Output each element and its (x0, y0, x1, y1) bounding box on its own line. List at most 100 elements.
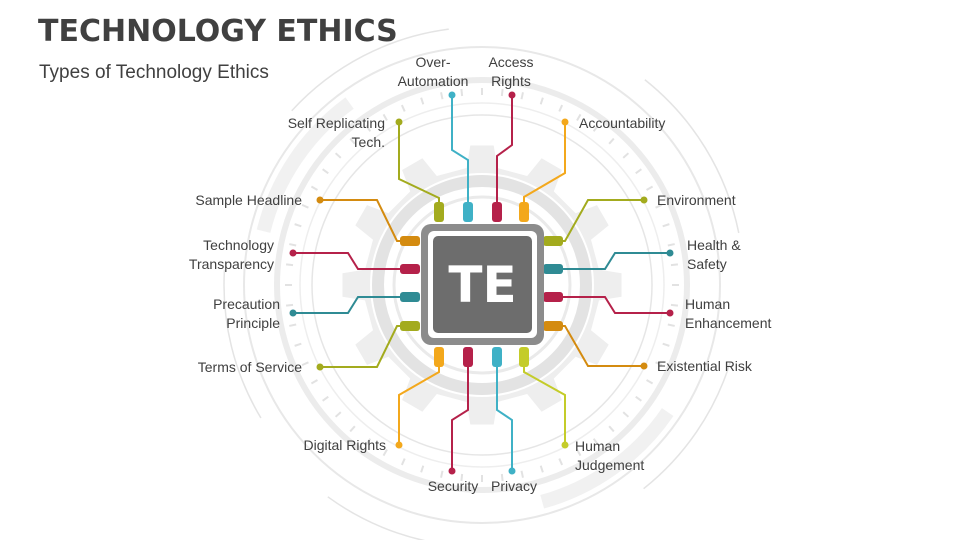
connector-dot (561, 441, 569, 449)
connector-dot (508, 91, 516, 99)
label-line: Digital Rights (304, 437, 386, 453)
connector-over-automation (451, 95, 469, 206)
label-line: Principle (226, 315, 280, 331)
pin-accountability (519, 202, 529, 222)
ring-tick (301, 203, 309, 209)
ring-tick (662, 223, 670, 228)
chip-pins (400, 202, 563, 367)
ring-tick (322, 395, 329, 402)
ring-tick (635, 168, 642, 175)
pin-access-rights (492, 202, 502, 222)
ring-4 (311, 114, 653, 456)
connector-human-enhancement (559, 296, 670, 314)
connector-dot (508, 467, 516, 475)
label-health-safety: Health &Safety (687, 237, 741, 272)
outer-arc (291, 28, 449, 112)
ring-tick (382, 449, 388, 457)
pin-environment (543, 236, 563, 246)
pin-privacy (492, 347, 502, 367)
connector-accountability (523, 122, 566, 206)
connector-human-judgement (523, 363, 566, 445)
ring-tick (349, 137, 356, 145)
gear-ring (372, 175, 592, 395)
ring-tick (294, 223, 302, 228)
ring-tick (310, 185, 318, 191)
pin-security (463, 347, 473, 367)
connector-dot (640, 362, 648, 370)
ring-tick (289, 323, 297, 327)
ring-tick (608, 425, 615, 433)
ring-tick (382, 113, 388, 121)
ring-tick (400, 458, 406, 466)
label-line: Tech. (352, 134, 385, 150)
label-existential-risk: Existential Risk (657, 358, 753, 374)
ring-tick (460, 473, 464, 482)
ring-tick (420, 97, 425, 105)
connector-dot (316, 363, 324, 371)
connector-dot (289, 249, 297, 257)
ring-tick (322, 168, 329, 175)
label-line: Precaution (213, 296, 280, 312)
label-line: Environment (657, 192, 736, 208)
ring-tick (539, 465, 544, 473)
pin-human-enhancement (543, 292, 563, 302)
connector-health-safety (559, 252, 670, 270)
connector-dot (640, 196, 648, 204)
connector-security (451, 363, 469, 471)
ring-tick (592, 438, 599, 445)
label-line: Privacy (491, 478, 537, 494)
ring-tick (655, 203, 663, 209)
label-environment: Environment (657, 192, 736, 208)
ring-tick (285, 303, 294, 307)
pin-sample-headline (400, 236, 420, 246)
ring-tick (460, 88, 464, 97)
ring-tick (500, 88, 504, 97)
pin-self-replicating (434, 202, 444, 222)
label-sample-headline: Sample Headline (195, 192, 302, 208)
ring-tick (592, 125, 599, 132)
connector-dot (448, 91, 456, 99)
ring-tick (440, 470, 444, 478)
ring-outer (243, 46, 721, 524)
connector-dot (395, 118, 403, 126)
label-line: Automation (398, 73, 469, 89)
ring-tick (608, 137, 615, 145)
pin-precaution-principle (400, 292, 420, 302)
ring-tick (667, 243, 675, 247)
ring-tick (558, 458, 564, 466)
te-chip: TE (421, 224, 544, 345)
label-line: Security (428, 478, 479, 494)
ring-tick (365, 438, 372, 445)
label-line: Accountability (579, 115, 665, 131)
pin-technology-transparency (400, 264, 420, 274)
ring-2 (274, 77, 690, 493)
label-line: Safety (687, 256, 727, 272)
label-security: Security (428, 478, 479, 494)
ring-tick (301, 361, 309, 367)
connector-sample-headline (320, 199, 404, 242)
connector-dot (395, 441, 403, 449)
connector-precaution-principle (293, 296, 404, 314)
thick-arc (540, 408, 674, 509)
label-line: Access (488, 54, 533, 70)
connector-digital-rights (398, 363, 440, 445)
pin-health-safety (543, 264, 563, 274)
ring-tick (635, 395, 642, 402)
label-line: Existential Risk (657, 358, 753, 374)
ring-tick (520, 470, 524, 478)
label-privacy: Privacy (491, 478, 537, 494)
ring-tick (670, 263, 679, 267)
connector-technology-transparency (293, 252, 404, 270)
ring-tick (500, 473, 504, 482)
thick-arc (256, 97, 354, 233)
ring-tick (420, 465, 425, 473)
connector-dot (666, 249, 674, 257)
ring-tick (310, 379, 318, 385)
connector-self-replicating (398, 122, 440, 206)
label-line: Rights (491, 73, 531, 89)
